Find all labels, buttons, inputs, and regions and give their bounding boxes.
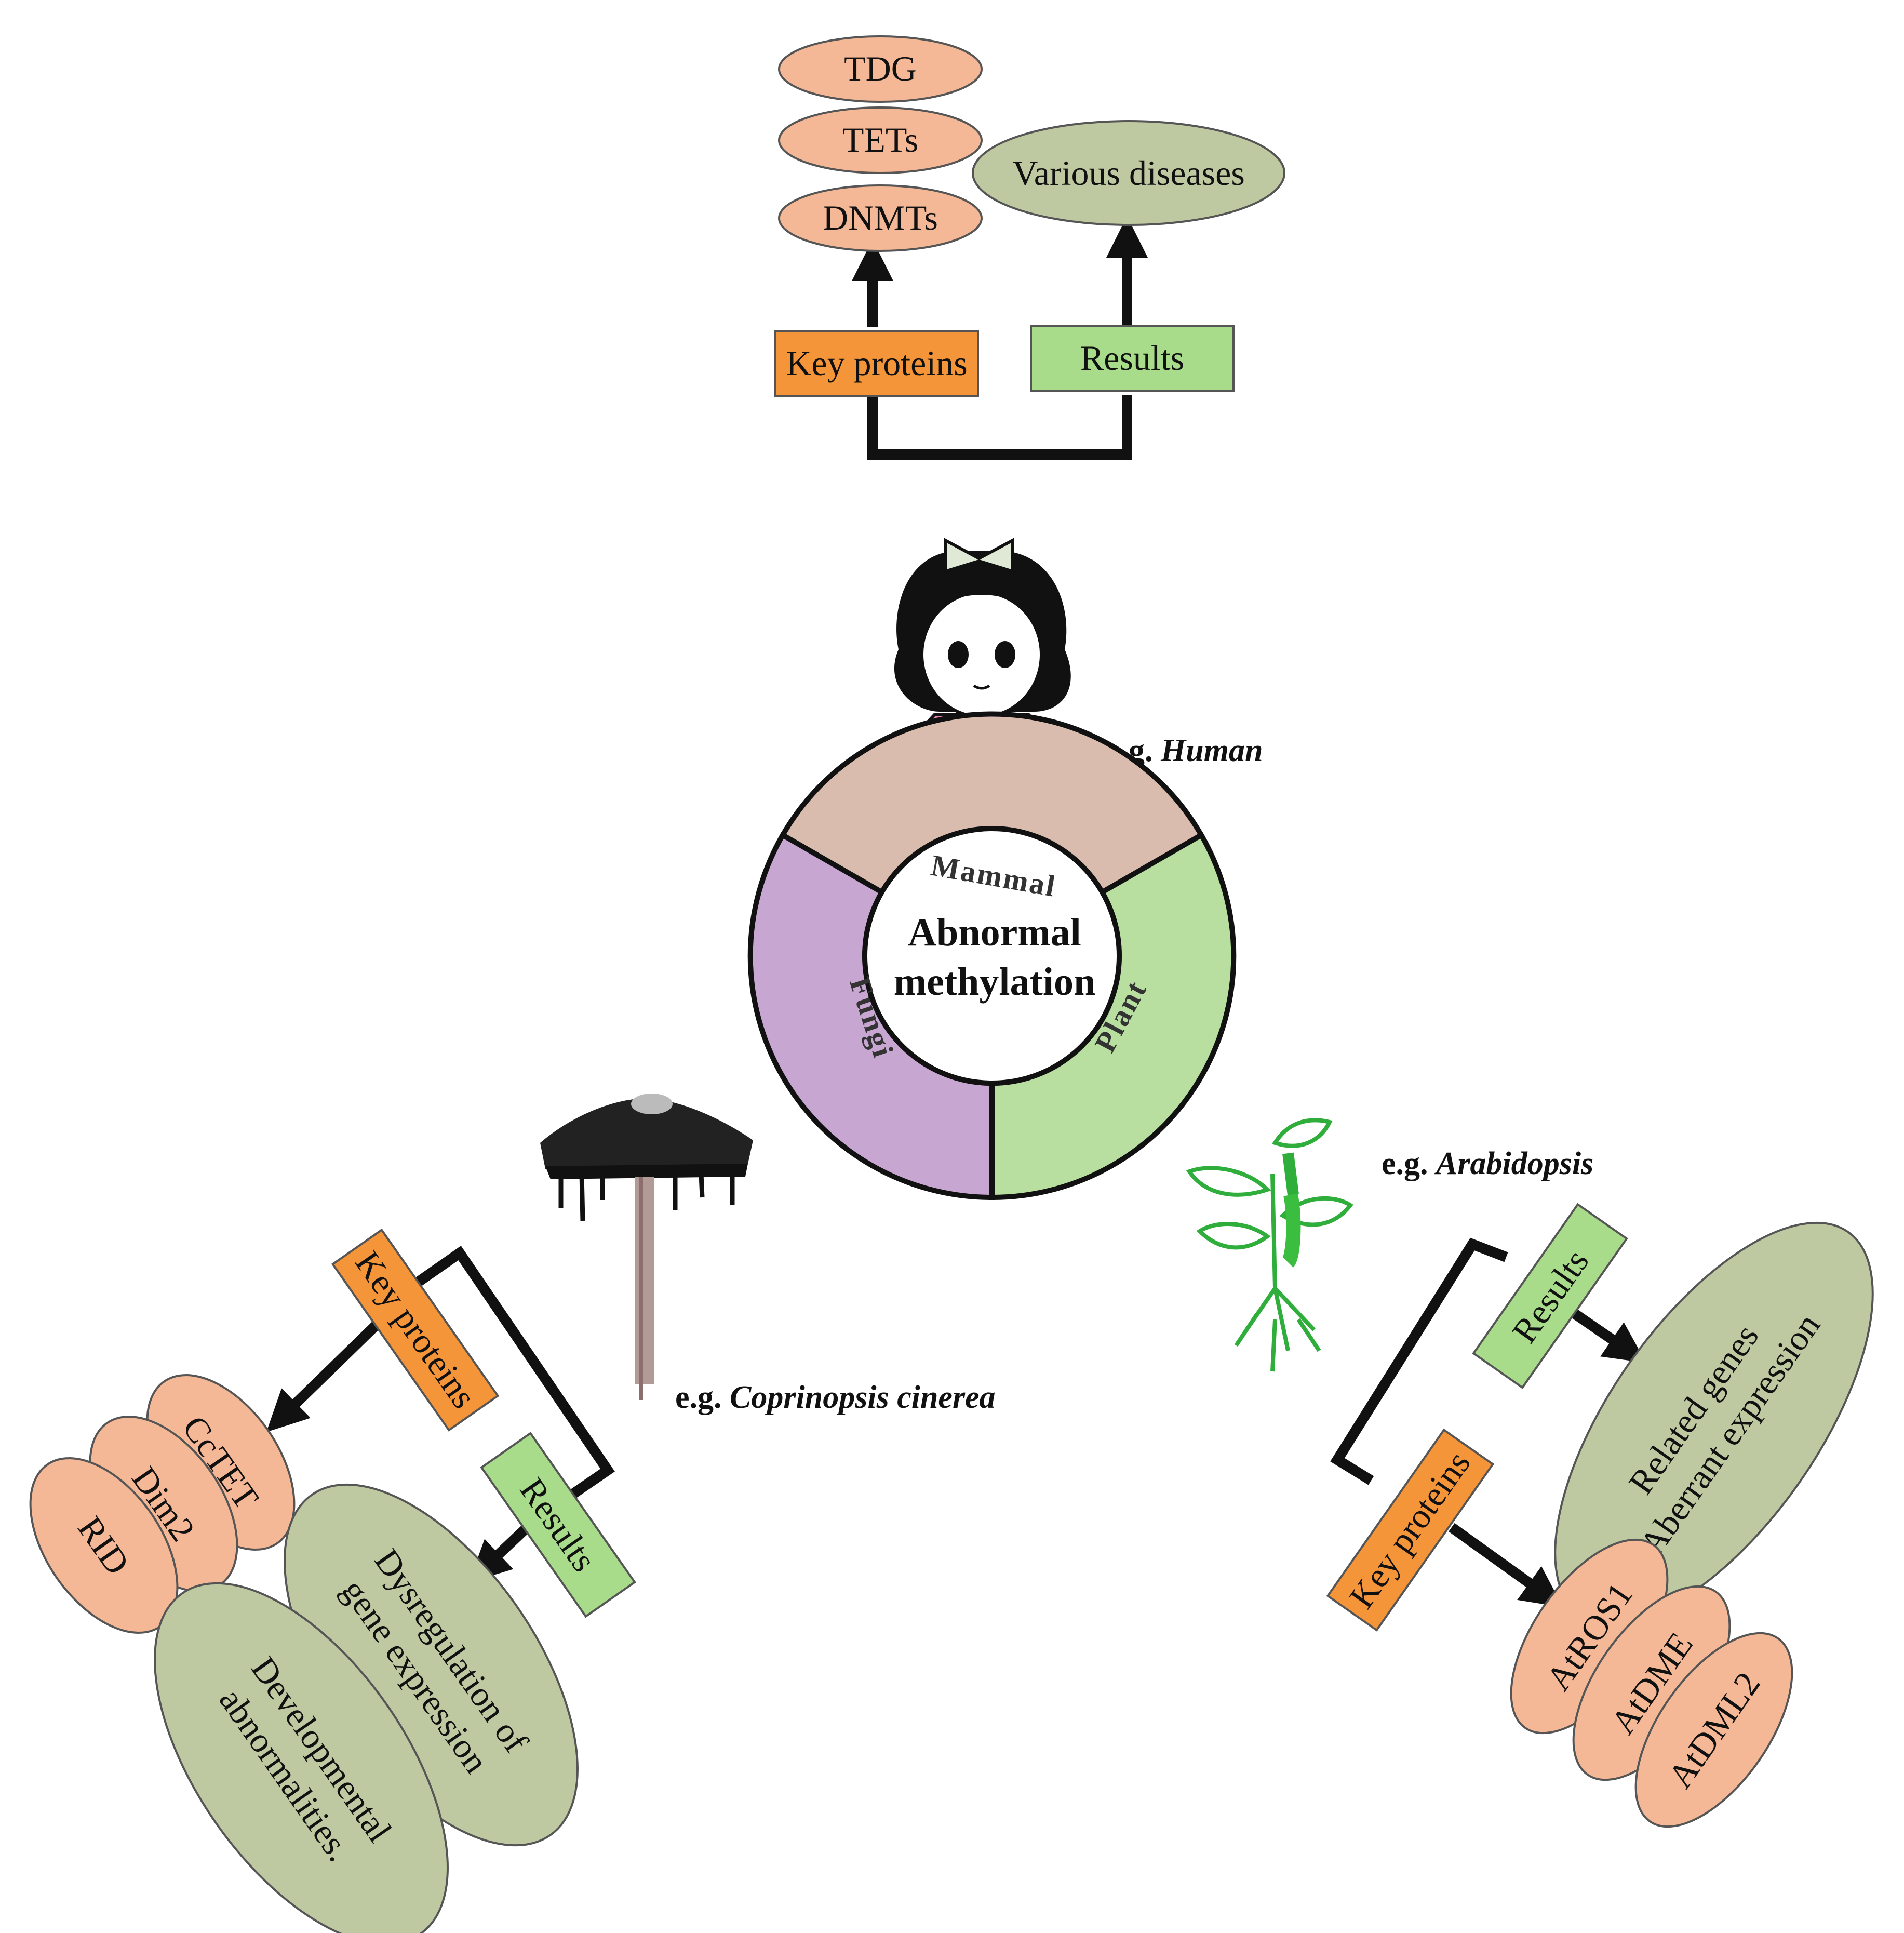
protein-ellipse-tets: TETs [778,106,983,174]
protein-ellipse-tdg: TDG [778,35,983,103]
seedling-illustration [1186,1118,1353,1372]
key-proteins-box-plant: Key proteins [1326,1428,1495,1632]
key-proteins-box-human: Key proteins [774,330,979,397]
protein-label: TDG [844,49,917,88]
central-ring: Mammal Fungi Plant Abnormal methylation [747,711,1237,1201]
key-proteins-label: Key proteins [786,343,967,383]
human-branch: TDG TETs DNMTs Various diseases Key prot… [774,35,1285,837]
results-box-human: Results [1030,325,1235,392]
plant-bracket-line [1330,1237,1508,1485]
fungus-branch: e.g. Coprinopsis cinerea Key proteins Re… [29,1094,996,1933]
fungus-arrow-proteins [266,1318,383,1432]
center-label-line1: Abnormal [908,911,1081,954]
center-label-line2: methylation [894,960,1095,1004]
mushroom-illustration [540,1094,753,1400]
example-fungus: e.g. Coprinopsis cinerea [675,1380,996,1415]
protein-ellipse-rid: RID [29,1457,179,1634]
fungus-bracket-line [410,1246,615,1503]
result-label: Various diseases [1012,153,1245,193]
results-label: Results [1080,338,1184,378]
human-bracket-line [867,395,1132,460]
protein-ellipse-dnmts: DNMTs [778,184,983,252]
plant-branch: e.g. Arabidopsis Results Key proteins Re… [1186,1118,1874,1828]
protein-label: DNMTs [823,198,938,237]
results-box-plant: Results [1472,1203,1628,1389]
plant-arrow-proteins [1449,1523,1563,1607]
protein-label: TETs [842,120,918,159]
protein-ellipse-atdml2: AtDML2 [1634,1632,1793,1828]
key-proteins-box-fungus: Key proteins [331,1228,500,1432]
example-plant: e.g. Arabidopsis [1382,1146,1593,1181]
result-ellipse-various-diseases: Various diseases [972,120,1285,226]
